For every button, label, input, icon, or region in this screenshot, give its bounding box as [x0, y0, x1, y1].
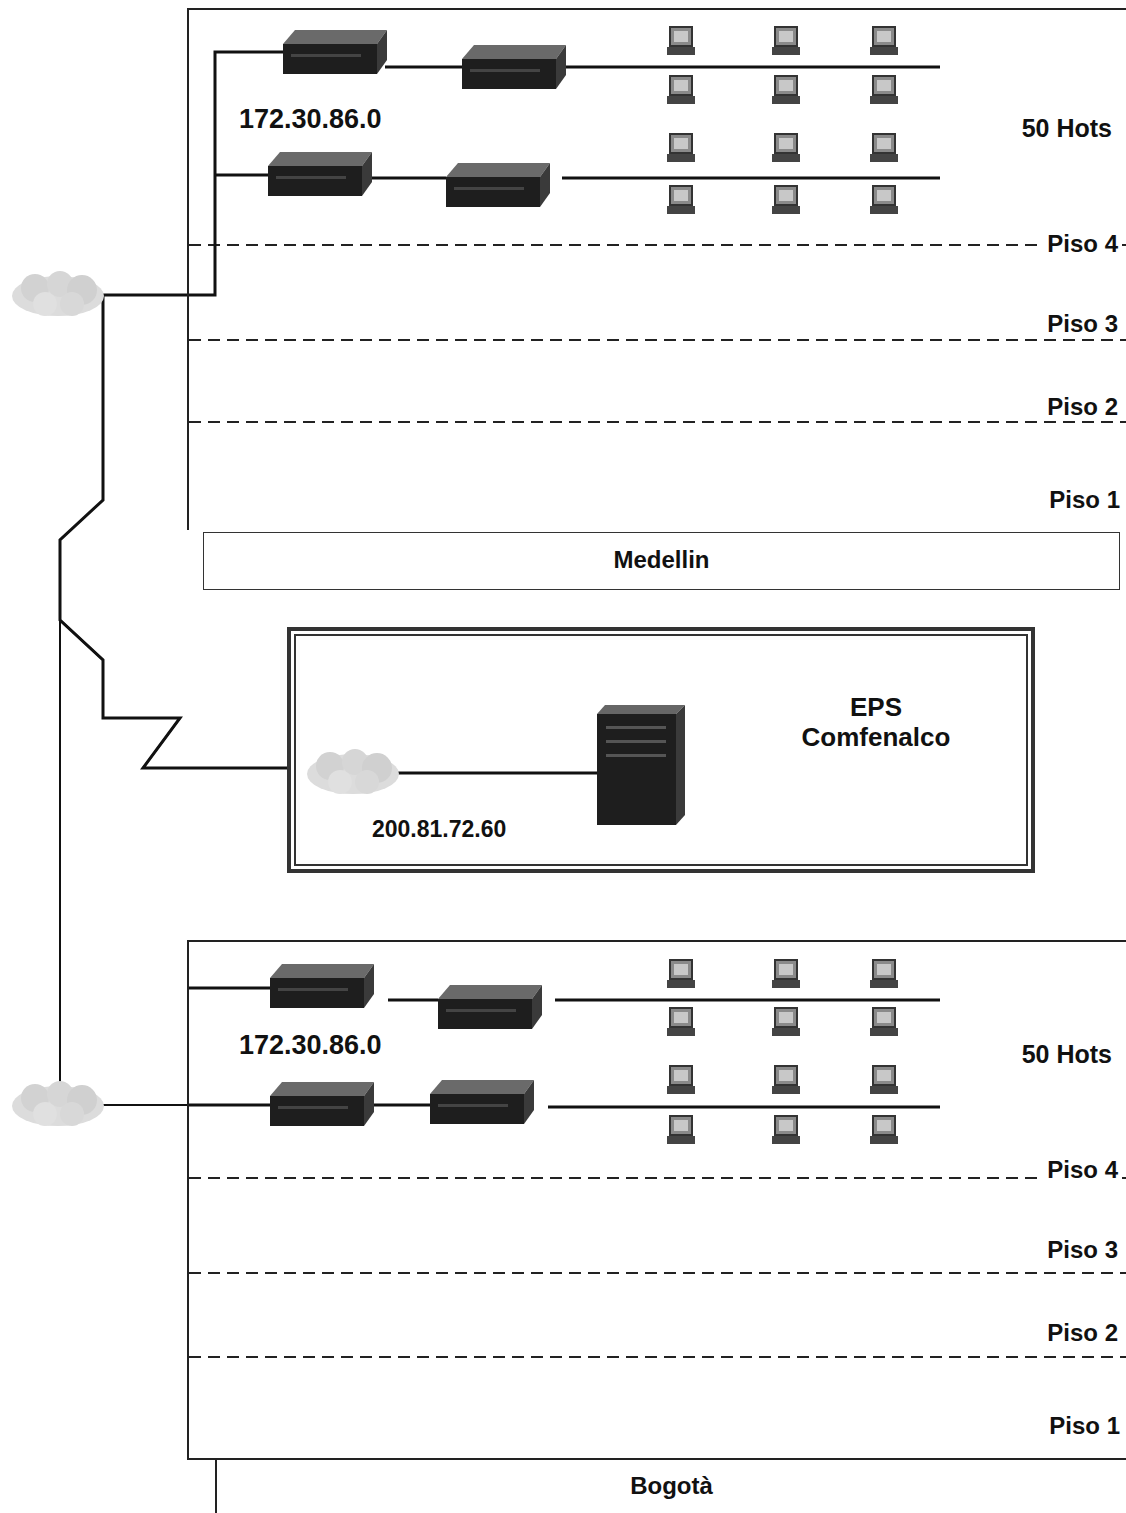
lan-wire	[555, 999, 940, 1002]
building-outline: 172.30.86.0 50 HotsPiso 4 Piso 3 Piso 2 Piso…	[187, 940, 1126, 1460]
lan-wire	[370, 177, 446, 180]
switch-icon	[438, 985, 542, 1029]
computer-icon	[772, 186, 800, 214]
computer-icon	[870, 27, 898, 55]
computer-icon	[667, 1008, 695, 1036]
lan-wire	[187, 987, 270, 990]
computer-icon	[772, 27, 800, 55]
floor-label: Piso 4	[1043, 1156, 1122, 1184]
lan-wire	[565, 66, 940, 69]
city-name: Bogotà	[217, 1472, 1126, 1500]
switch-icon	[446, 163, 550, 207]
router-icon	[270, 1082, 374, 1126]
computer-icon	[772, 1008, 800, 1036]
lan-wire	[395, 772, 597, 775]
floor-label: Piso 3	[1043, 1236, 1122, 1264]
network-address: 172.30.86.0	[239, 104, 382, 135]
router-icon	[268, 152, 372, 196]
wan-cloud	[307, 749, 399, 794]
computer-icon	[667, 134, 695, 162]
lan-wire	[215, 174, 268, 177]
lan-wire	[370, 1104, 430, 1107]
computer-icon	[667, 76, 695, 104]
floor-label: Piso 2	[1043, 1319, 1122, 1347]
floor-line	[189, 1272, 1126, 1274]
computer-icon	[667, 1116, 695, 1144]
floor-label: Piso 2	[1043, 393, 1122, 421]
computer-icon	[870, 960, 898, 988]
city-label-box: Medellin	[203, 532, 1120, 590]
router-icon	[283, 30, 387, 74]
computer-icon	[870, 76, 898, 104]
computer-icon	[667, 186, 695, 214]
computer-icon	[870, 186, 898, 214]
switch-icon	[462, 45, 566, 89]
building-outline: 172.30.86.0 50 HotsPiso 4 Piso 3 Piso 2 Piso…	[187, 8, 1126, 530]
computer-icon	[772, 134, 800, 162]
wan-cloud	[12, 271, 104, 316]
wan-cloud	[12, 1081, 104, 1126]
computer-icon	[772, 76, 800, 104]
host-count: 50 Hots	[1022, 114, 1112, 143]
computer-icon	[870, 1116, 898, 1144]
floor-label: Piso 4	[1043, 230, 1122, 258]
computer-icon	[870, 134, 898, 162]
lan-wire	[385, 66, 462, 69]
host-count: 50 Hots	[1022, 1040, 1112, 1069]
floor-line	[189, 244, 1126, 246]
floor-lines	[189, 245, 1126, 1357]
computer-icon	[870, 1008, 898, 1036]
lan-wire	[548, 1106, 940, 1109]
floor-label: Piso 3	[1043, 310, 1122, 338]
server-icon	[597, 705, 685, 825]
floor-line	[189, 421, 1126, 423]
network-address: 172.30.86.0	[239, 1030, 382, 1061]
floor-label: Piso 1	[1049, 1412, 1120, 1440]
computer-icon	[772, 1066, 800, 1094]
server-site-box: EPS Comfenalco 200.81.72.60	[287, 627, 1035, 873]
lan-wires	[187, 52, 940, 1107]
lan-wire	[562, 177, 940, 180]
lan-wire	[388, 999, 438, 1002]
floor-line	[189, 1356, 1126, 1358]
router-icon	[270, 964, 374, 1008]
host-computers	[667, 27, 898, 214]
city-label-box: Bogotà	[215, 1460, 1126, 1513]
ip-address: 200.81.72.60	[372, 816, 506, 842]
floor-line	[189, 1177, 1126, 1179]
switch-icon	[430, 1080, 534, 1124]
computer-icon	[667, 1066, 695, 1094]
city-name: Medellin	[204, 546, 1119, 574]
site-name: EPS Comfenalco	[786, 693, 966, 753]
lan-wire	[187, 1104, 270, 1107]
computer-icon	[870, 1066, 898, 1094]
floor-line	[189, 339, 1126, 341]
computer-icon	[772, 960, 800, 988]
computer-icon	[772, 1116, 800, 1144]
host-computers	[667, 960, 898, 1144]
floor-label: Piso 1	[1049, 486, 1120, 514]
computer-icon	[667, 960, 695, 988]
computer-icon	[667, 27, 695, 55]
